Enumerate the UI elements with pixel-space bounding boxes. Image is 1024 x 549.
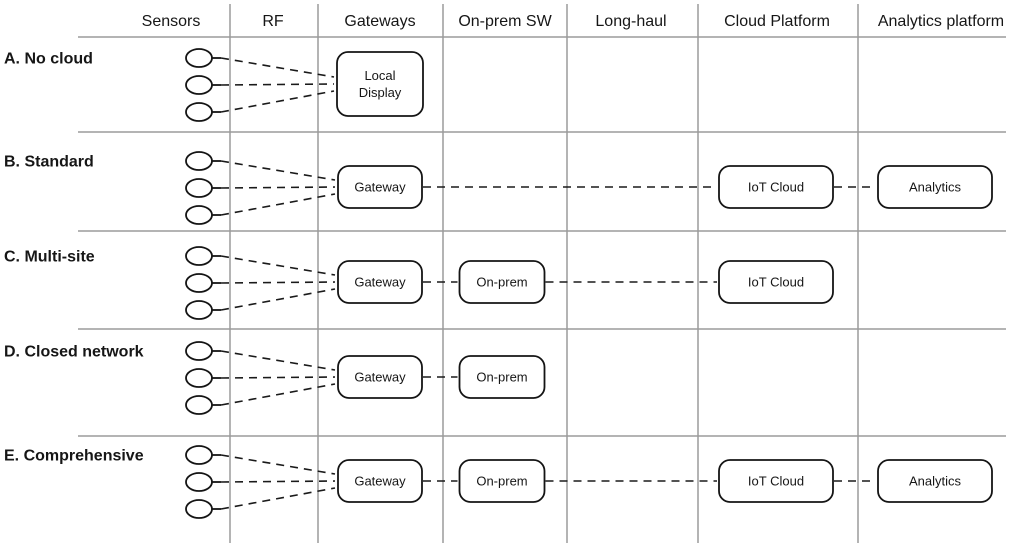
- node-iot-cloud: IoT Cloud: [718, 165, 834, 209]
- node-iot-cloud: IoT Cloud: [718, 459, 834, 503]
- node-label: IoT Cloud: [748, 474, 804, 489]
- node-box: [718, 260, 834, 304]
- sensor-link-line: [220, 454, 336, 475]
- sensor-link-line: [220, 255, 336, 276]
- node-label: Gateway: [354, 180, 406, 195]
- sensor-icon: [185, 300, 221, 320]
- sensor-ellipse: [185, 445, 213, 465]
- row-label-c-multi-site: C. Multi-site: [4, 249, 95, 266]
- node-box: [336, 51, 424, 117]
- sensor-ellipse: [185, 273, 213, 293]
- sensor-icon: [185, 178, 221, 198]
- sensor-ellipse: [185, 178, 213, 198]
- sensor-ellipse: [185, 499, 213, 519]
- sensor-link-line: [220, 376, 336, 379]
- sensor-icon: [185, 445, 221, 465]
- sensor-icon: [185, 48, 221, 68]
- sensor-icon: [185, 75, 221, 95]
- sensor-link-line: [220, 57, 335, 78]
- sensor-icon: [185, 368, 221, 388]
- sensor-link-line: [220, 480, 336, 483]
- sensor-icon: [185, 205, 221, 225]
- sensor-ellipse: [185, 300, 213, 320]
- column-header-on-prem-sw: On-prem SW: [458, 13, 552, 30]
- sensor-link-line: [220, 160, 336, 181]
- sensor-link-line: [220, 487, 336, 510]
- node-label: Gateway: [354, 370, 406, 385]
- column-header-rf: RF: [262, 13, 284, 30]
- node-iot-cloud: IoT Cloud: [718, 260, 834, 304]
- row-label-a-no-cloud: A. No cloud: [4, 51, 93, 68]
- node-analytics: Analytics: [877, 165, 993, 209]
- node-gateway: Gateway: [337, 260, 423, 304]
- column-header-analytics-platform: Analytics platform: [878, 13, 1004, 30]
- sensor-ellipse: [185, 75, 213, 95]
- node-gateway: Gateway: [337, 459, 423, 503]
- sensor-ellipse: [185, 102, 213, 122]
- node-label: On-prem: [476, 275, 527, 290]
- sensor-link-line: [220, 281, 336, 284]
- row-label-b-standard: B. Standard: [4, 154, 94, 171]
- node-gateway: Gateway: [337, 355, 423, 399]
- node-label: On-prem: [476, 370, 527, 385]
- sensor-link-line: [220, 383, 336, 406]
- sensor-link-line: [220, 350, 336, 371]
- sensor-ellipse: [185, 395, 213, 415]
- node-box: [458, 459, 546, 503]
- sensor-link-line: [220, 288, 336, 311]
- sensor-link-line: [220, 186, 336, 189]
- node-label: On-prem: [476, 474, 527, 489]
- row-label-d-closed-network: D. Closed network: [4, 344, 144, 361]
- sensor-ellipse: [185, 246, 213, 266]
- sensor-ellipse: [185, 48, 213, 68]
- node-box: [718, 459, 834, 503]
- node-box: [458, 260, 546, 304]
- sensor-ellipse: [185, 472, 213, 492]
- node-on-prem: On-prem: [458, 459, 546, 503]
- node-box: [458, 355, 546, 399]
- node-box: [337, 459, 423, 503]
- column-header-long-haul: Long-haul: [595, 13, 666, 30]
- node-on-prem: On-prem: [458, 355, 546, 399]
- node-label: Gateway: [354, 275, 406, 290]
- sensor-icon: [185, 102, 221, 122]
- sensor-icon: [185, 395, 221, 415]
- node-box: [337, 355, 423, 399]
- sensor-link-line: [220, 193, 336, 216]
- sensor-icon: [185, 273, 221, 293]
- node-box: [877, 459, 993, 503]
- node-label: Gateway: [354, 474, 406, 489]
- sensor-icon: [185, 341, 221, 361]
- column-header-sensors: Sensors: [142, 13, 201, 30]
- node-label: Analytics: [909, 474, 962, 489]
- sensor-icon: [185, 499, 221, 519]
- node-gateway: Gateway: [337, 165, 423, 209]
- row-label-e-comprehensive: E. Comprehensive: [4, 448, 144, 465]
- node-label: Analytics: [909, 180, 962, 195]
- node-label: IoT Cloud: [748, 180, 804, 195]
- sensor-link-line: [220, 90, 335, 113]
- node-box: [337, 260, 423, 304]
- sensor-ellipse: [185, 205, 213, 225]
- node-box: [337, 165, 423, 209]
- node-analytics: Analytics: [877, 459, 993, 503]
- node-box: [877, 165, 993, 209]
- sensor-ellipse: [185, 341, 213, 361]
- sensor-icon: [185, 246, 221, 266]
- sensor-ellipse: [185, 151, 213, 171]
- column-header-cloud-platform: Cloud Platform: [724, 13, 830, 30]
- sensor-link-line: [220, 83, 335, 86]
- column-header-gateways: Gateways: [344, 13, 415, 30]
- node-on-prem: On-prem: [458, 260, 546, 304]
- sensor-ellipse: [185, 368, 213, 388]
- sensor-icon: [185, 151, 221, 171]
- node-box: [718, 165, 834, 209]
- node-label: IoT Cloud: [748, 275, 804, 290]
- sensor-icon: [185, 472, 221, 492]
